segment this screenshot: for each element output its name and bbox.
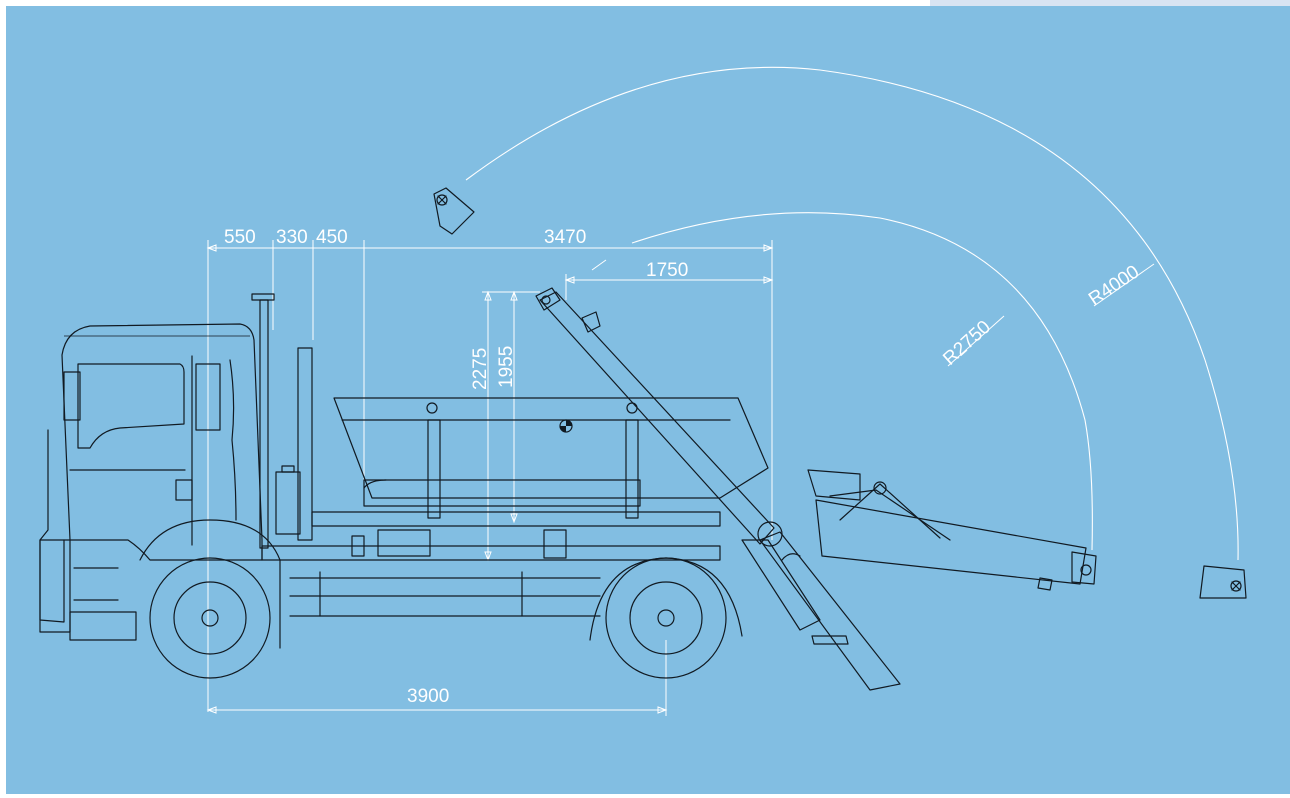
- dim-330: 330: [276, 227, 308, 248]
- exhaust-and-tank: [251, 293, 313, 549]
- truck-cab: [39, 323, 263, 641]
- dim-1750: 1750: [646, 260, 688, 281]
- dim-r4000: R4000: [1085, 261, 1143, 310]
- dim-550: 550: [224, 227, 256, 248]
- hook-top: [433, 187, 475, 235]
- dim-450: 450: [316, 227, 348, 248]
- dimension-lines: [206, 240, 1155, 716]
- rear-wheel: [589, 557, 743, 679]
- front-wheel: [139, 519, 281, 679]
- dim-1955: 1955: [496, 346, 517, 388]
- lifting-arms: [535, 287, 901, 691]
- dim-3900: 3900: [407, 686, 449, 707]
- skip-container: [333, 397, 769, 519]
- corner-tab: [930, 0, 1290, 6]
- dim-2275: 2275: [470, 348, 491, 390]
- arc-r2750: [631, 212, 1093, 551]
- extended-arm: [807, 469, 1097, 591]
- chassis: [261, 511, 721, 617]
- arc-r4000: [465, 66, 1239, 561]
- dim-3470: 3470: [544, 227, 586, 248]
- dim-r2750: R2750: [939, 317, 995, 370]
- hook-bottom-right: [1199, 565, 1247, 599]
